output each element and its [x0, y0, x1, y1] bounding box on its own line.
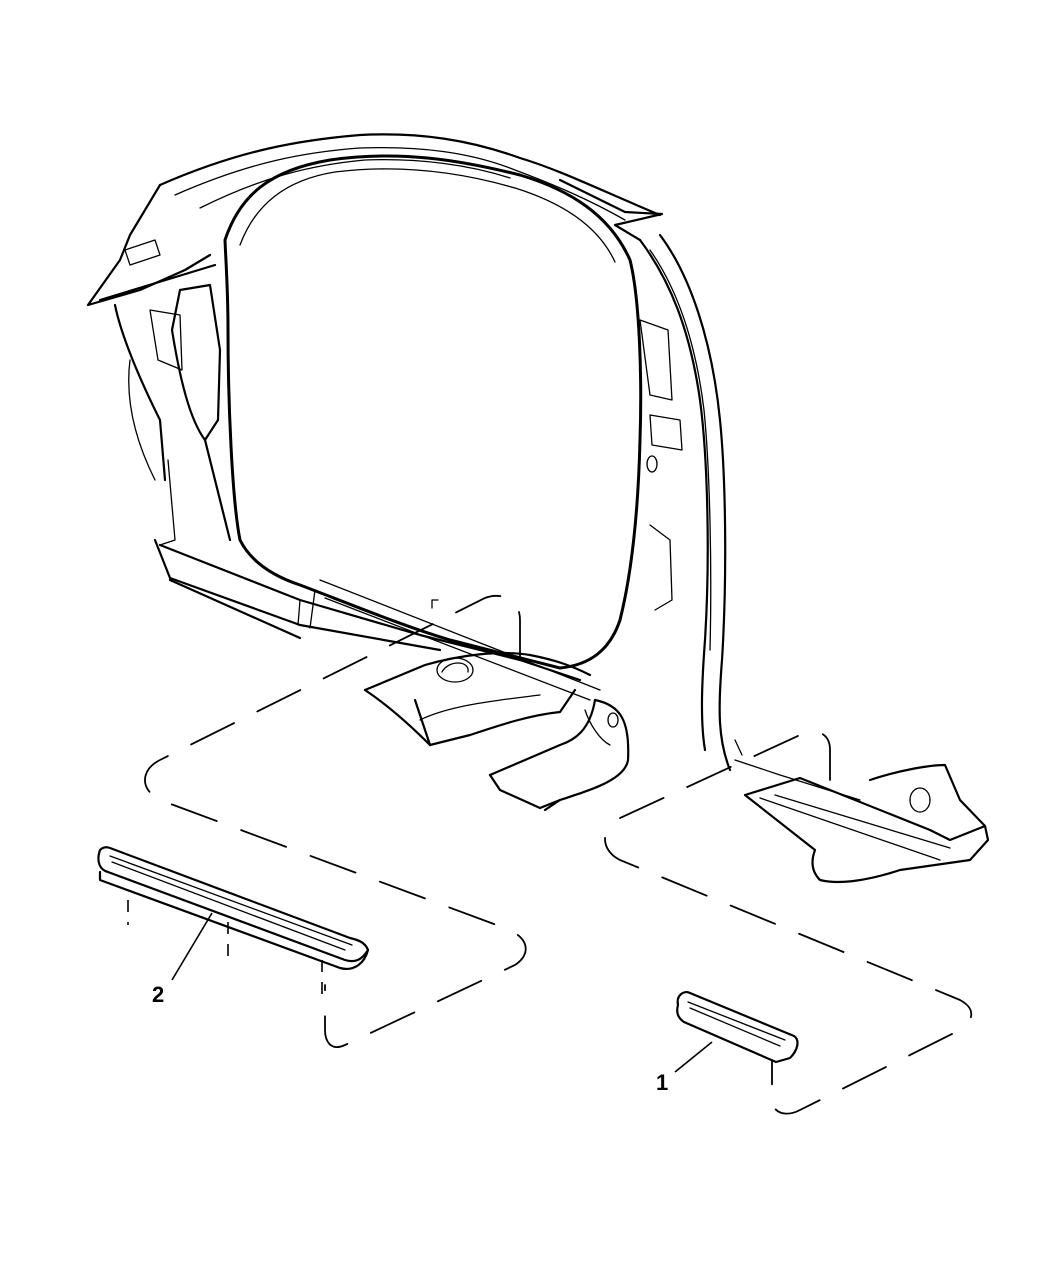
assembly-guide-lines — [144, 594, 973, 1115]
callout-2-leader — [171, 912, 213, 981]
body-side-aperture — [86, 133, 990, 884]
sill-plate-part-1 — [676, 991, 799, 1064]
callout-1-leader — [674, 1041, 713, 1073]
sill-plate-part-2 — [97, 846, 370, 1000]
callout-label-2: 2 — [152, 982, 165, 1007]
callout-label-1: 1 — [656, 1070, 669, 1095]
